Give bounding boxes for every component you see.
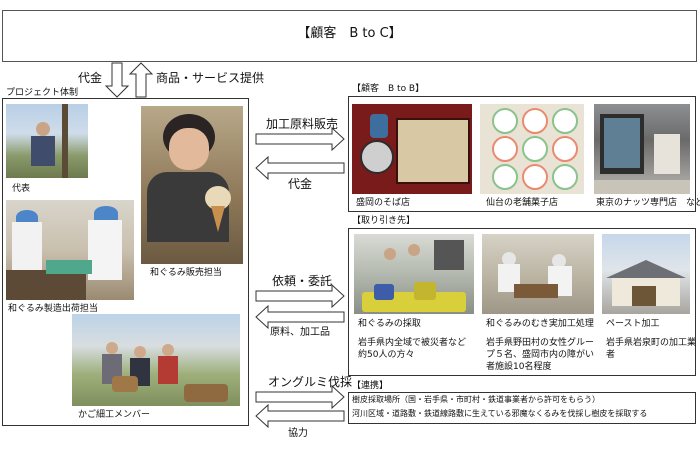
collab-line-2: 河川区域・道路敷・鉄道線路敷に生えている邪魔なくるみを伐採し樹皮を採取する (352, 409, 648, 418)
materials-left-arrow-icon (255, 304, 345, 330)
pay-left-arrow-icon (255, 155, 345, 181)
partner-desc-2-line2: プ５名、盛岡市内の障がい (486, 350, 595, 360)
partner-desc-3-line1: 岩手県岩泉町の加工業 (606, 338, 697, 348)
collection-photo (354, 234, 474, 314)
seller-photo (141, 106, 243, 264)
partners-title: 【取り引き先】 (352, 216, 416, 226)
payment-label: 代金 (78, 71, 103, 85)
partner-desc-3-line2: 者 (606, 350, 616, 360)
b2c-label: 【顧客 B to C】 (297, 26, 402, 41)
representative-photo (6, 104, 88, 178)
cut-label: オングルミ伐採 (268, 375, 353, 389)
partner-desc-1-line2: 約50人の方々 (358, 350, 415, 360)
partner-caption-3: ペースト加工 (606, 319, 660, 329)
sweets-photo (480, 104, 584, 194)
payment-down-arrow-icon (104, 62, 130, 98)
pay-label: 代金 (288, 177, 313, 191)
coop-label: 協力 (288, 428, 308, 439)
paste-factory-photo (602, 234, 690, 314)
partner-desc-2-line3: 者施設10名程度 (486, 362, 552, 372)
collab-title: 【連携】 (352, 381, 389, 391)
b2b-caption-1: 盛岡のそば店 (356, 198, 411, 208)
seller-caption: 和ぐるみ販売担当 (150, 268, 222, 278)
service-label: 商品・サービス提供 (156, 71, 265, 85)
collab-frame (348, 392, 696, 424)
representative-caption: 代表 (12, 184, 31, 194)
basket-members-caption: かご細工メンバー (78, 410, 151, 420)
b2c-customer-box: 【顧客 B to C】 (2, 10, 697, 62)
nut-shop-photo (594, 104, 690, 194)
project-title: プロジェクト体制 (6, 88, 79, 98)
sell-label: 加工原料販売 (266, 117, 339, 131)
factory-caption: 和ぐるみ製造出荷担当 (8, 304, 98, 314)
service-up-arrow-icon (128, 62, 154, 98)
b2b-caption-3: 東京のナッツ専門店 など (596, 198, 700, 208)
partner-desc-1-line1: 岩手県内全域で被災者など (358, 338, 467, 348)
processing-photo (482, 234, 594, 314)
partner-desc-2-line1: 岩手県野田村の女性グルー (486, 338, 595, 348)
collab-line-1: 樹皮採取場所（国・岩手県・市町村・鉄道事業者から許可をもらう） (352, 395, 600, 404)
partner-caption-2: 和ぐるみのむき実加工処理 (486, 319, 594, 329)
b2b-caption-2: 仙台の老舗菓子店 (486, 198, 559, 208)
coop-left-arrow-icon (255, 403, 345, 429)
basket-members-photo (72, 314, 240, 406)
materials-label: 原料、加工品 (270, 327, 330, 338)
request-label: 依頼・委託 (272, 274, 333, 288)
soba-photo (352, 104, 472, 194)
partner-caption-1: 和ぐるみの採取 (358, 319, 421, 329)
b2b-title: 【顧客 B to B】 (352, 84, 425, 94)
factory-photo (6, 200, 134, 300)
